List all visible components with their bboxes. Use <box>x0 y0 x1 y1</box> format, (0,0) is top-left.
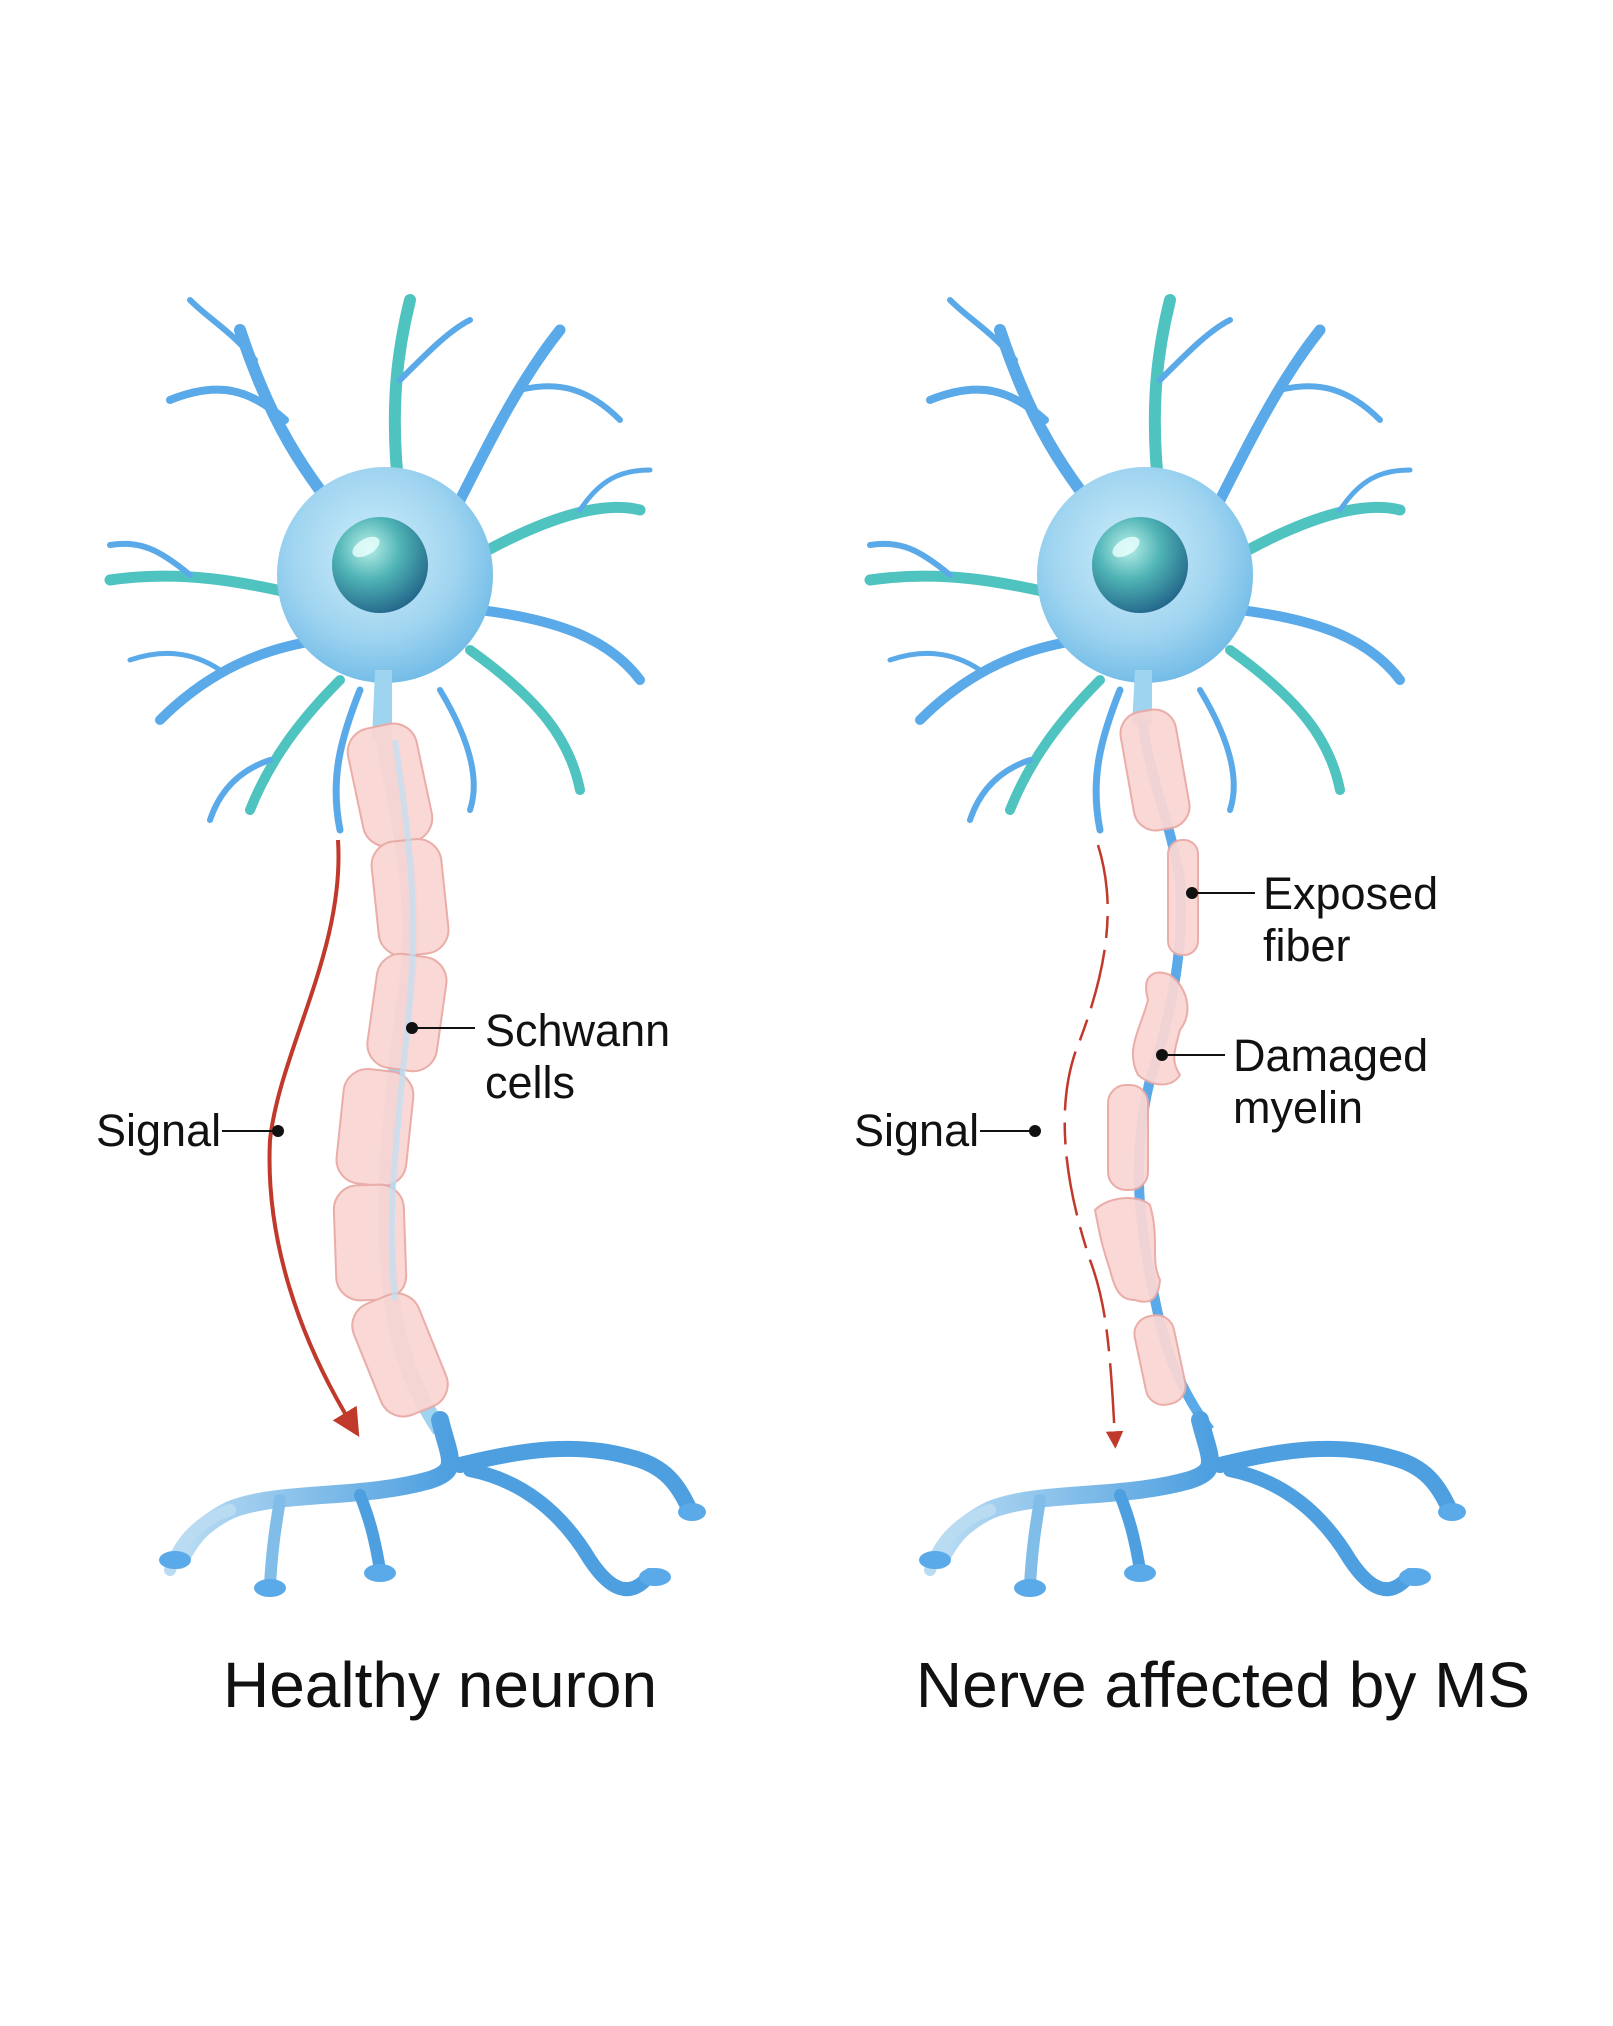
schwann-label-line2: cells <box>485 1057 575 1108</box>
caption-ms: Nerve affected by MS <box>916 1649 1530 1721</box>
schwann-cell <box>346 722 434 848</box>
damaged-myelin-sheath <box>1093 708 1199 1406</box>
axon-hillock <box>372 670 392 740</box>
caption-healthy: Healthy neuron <box>223 1649 657 1721</box>
synaptic-knobs <box>159 1503 706 1597</box>
damaged-leader-dot <box>1156 1049 1168 1061</box>
myelin-sheath <box>332 722 450 1418</box>
schwann-cell <box>332 1183 408 1302</box>
damaged-label-line2: myelin <box>1233 1082 1363 1133</box>
schwann-cell <box>351 1292 449 1418</box>
myelin-segment <box>1107 1084 1149 1191</box>
signal-label: Signal <box>96 1105 221 1156</box>
signal-leader-dot <box>272 1125 284 1137</box>
healthy-neuron: Signal Schwann cells Healthy neuron <box>96 294 706 1721</box>
exposed-leader-dot <box>1186 887 1198 899</box>
schwann-leader-dot <box>406 1022 418 1034</box>
damaged-myelin-segment <box>1131 971 1189 1086</box>
nucleus <box>332 517 428 613</box>
signal-arrow <box>267 839 360 1437</box>
myelin-segment-thin <box>1167 839 1199 956</box>
myelin-segment <box>1119 708 1191 832</box>
exposed-label-line2: fiber <box>1263 920 1351 971</box>
nucleus <box>1092 517 1188 613</box>
ms-neuron: Signal Exposed fiber Damaged myelin Nerv… <box>854 294 1530 1721</box>
damaged-myelin-segment <box>1093 1197 1162 1303</box>
exposed-label: Exposed fiber <box>1263 868 1451 971</box>
damaged-label: Damaged myelin <box>1233 1030 1441 1133</box>
axon-terminal <box>924 1411 1458 1597</box>
axon-terminal <box>164 1411 698 1597</box>
schwann-label: Schwann cells <box>485 1005 683 1108</box>
damaged-label-line1: Damaged <box>1233 1030 1428 1081</box>
signal-arrow-broken <box>1063 844 1124 1449</box>
synaptic-knobs <box>919 1503 1466 1597</box>
signal-label: Signal <box>854 1105 979 1156</box>
dendrites <box>104 294 653 834</box>
exposed-label-line1: Exposed <box>1263 868 1438 919</box>
myelin-segment <box>1133 1314 1187 1406</box>
signal-leader-dot <box>1029 1125 1041 1137</box>
schwann-label-line1: Schwann <box>485 1005 670 1056</box>
